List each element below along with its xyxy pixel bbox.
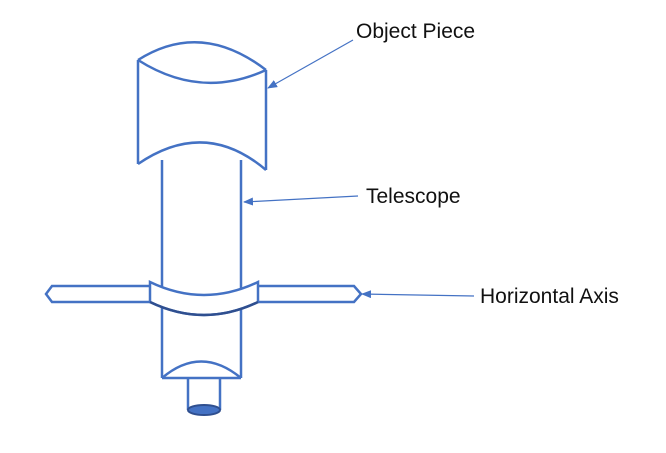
horizontal-axis — [44, 280, 363, 317]
object-piece-top-front — [137, 58, 267, 85]
telescope-label: Telescope — [366, 185, 461, 208]
object-piece — [136, 40, 268, 171]
axis-right-arm — [256, 284, 363, 304]
telescope-arrow — [243, 195, 359, 206]
eyepiece-lens — [187, 404, 221, 416]
object-piece-label: Object Piece — [356, 20, 476, 43]
axis-left-arm — [44, 284, 150, 304]
horizontal-axis-arrow — [361, 290, 475, 299]
axis-clamp-lower-edge — [149, 300, 259, 317]
object-piece-top-back — [137, 40, 267, 71]
eyepiece — [186, 378, 222, 416]
tube-bottom-arc — [161, 360, 242, 379]
telescope-tube — [160, 160, 243, 380]
object-piece-bottom-arc — [137, 141, 267, 171]
horizontal-axis-label: Horizontal Axis — [480, 285, 619, 308]
object-piece-arrow — [267, 39, 354, 89]
